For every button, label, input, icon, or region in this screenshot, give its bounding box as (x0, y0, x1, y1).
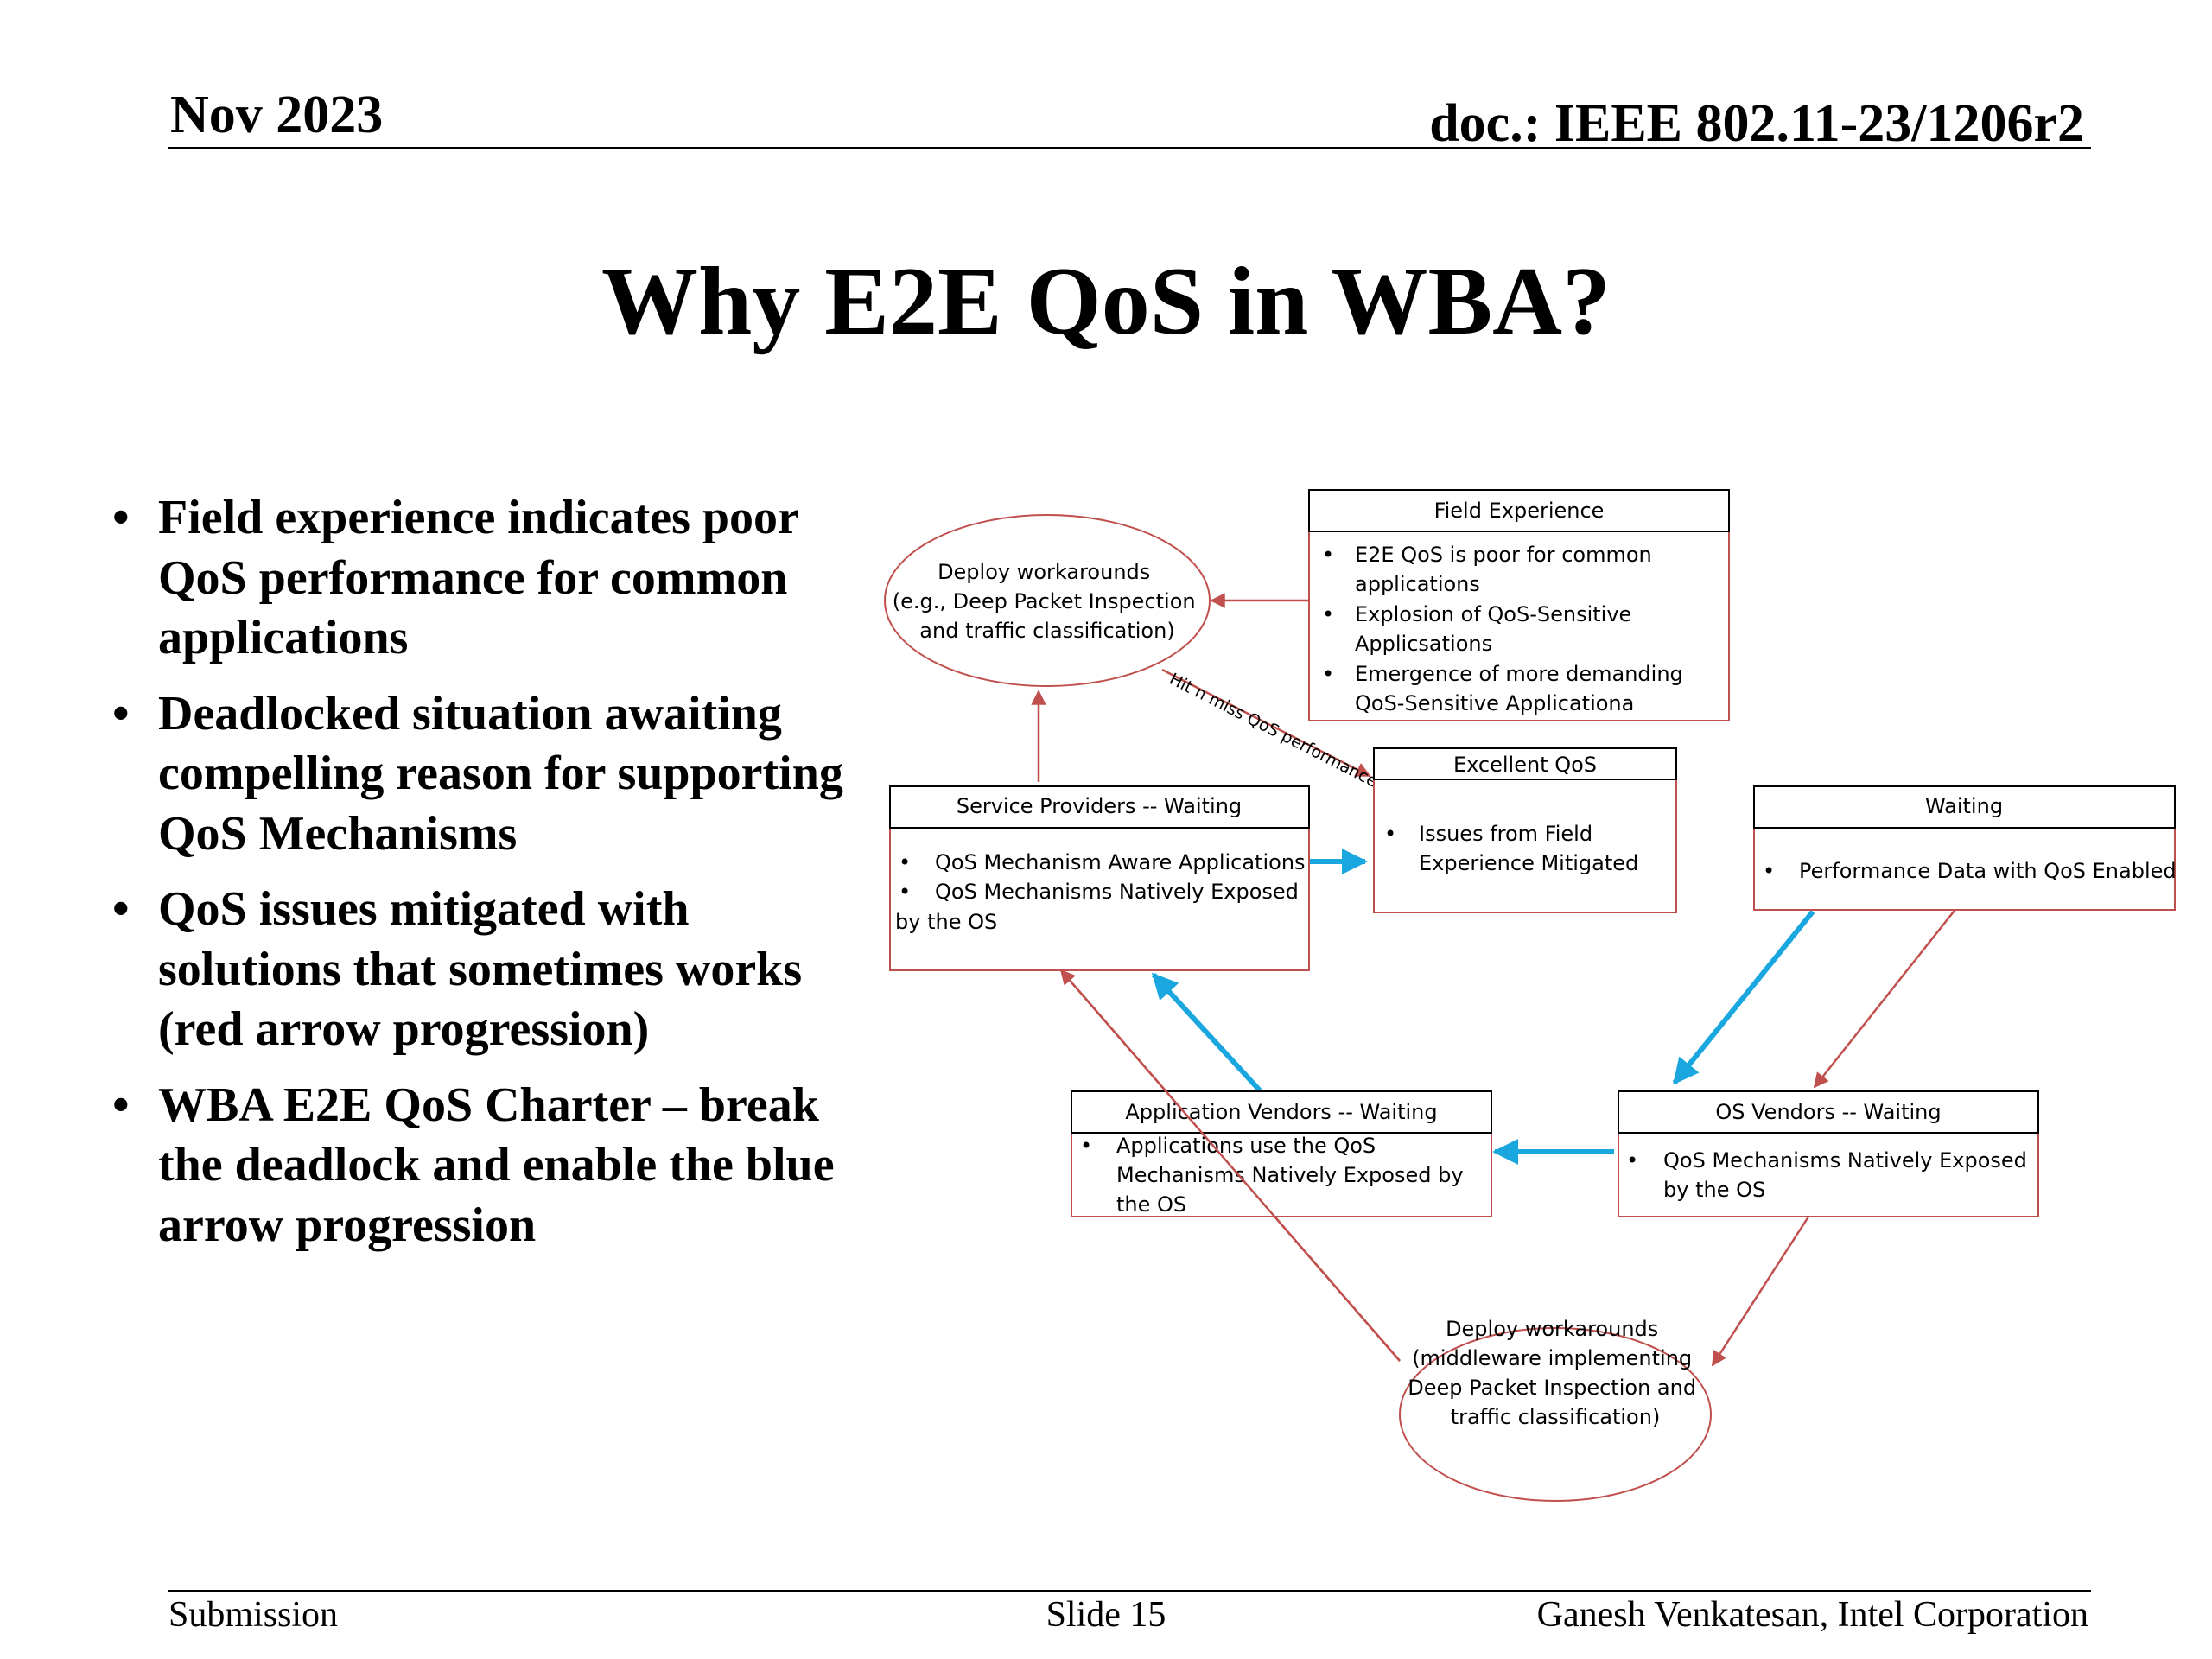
service-providers-box: Service Providers -- Waiting •QoS Mechan… (889, 785, 1312, 971)
red-arrow-waiting-to-os (1813, 906, 1958, 1089)
app-vendors-title: Application Vendors -- Waiting (1125, 1100, 1437, 1124)
footer-author: Ganesh Venkatesan, Intel Corporation (1536, 1595, 2088, 1635)
bullet-list: •Field experience indicates poor QoS per… (112, 488, 855, 1271)
header-doc-id: doc.: IEEE 802.11-23/1206r2 (1429, 94, 2084, 153)
footer-submission: Submission (168, 1595, 339, 1635)
service-providers-title: Service Providers -- Waiting (957, 794, 1242, 818)
bullet-item: •Field experience indicates poor QoS per… (112, 491, 798, 664)
bullet-text: WBA E2E QoS Charter – break the deadlock… (158, 1077, 835, 1252)
excellent-qos-box: Excellent QoS •Issues from Field Experie… (1373, 747, 1677, 913)
blue-arrow-app-to-sp (1151, 972, 1262, 1093)
service-providers-items: •QoS Mechanism Aware Applications •QoS M… (895, 850, 1312, 934)
red-arrow-os-to-workaround (1711, 1213, 1812, 1367)
waiting-items: •Performance Data with QoS Enabled (1763, 859, 2177, 883)
app-vendors-items: •Applications use the QoS Mechanisms Nat… (1080, 1134, 1470, 1217)
workaround-top-ellipse: Deploy workarounds (e.g., Deep Packet In… (884, 514, 1211, 687)
os-vendors-title: OS Vendors -- Waiting (1715, 1100, 1941, 1124)
bullet-text: Deadlocked situation awaiting compelling… (158, 686, 843, 861)
bullet-item: •WBA E2E QoS Charter – break the deadloc… (112, 1077, 835, 1252)
app-vendors-box: Application Vendors -- Waiting •Applicat… (1071, 1090, 1492, 1217)
field-experience-title: Field Experience (1434, 499, 1605, 523)
bullet-item: •QoS issues mitigated with solutions tha… (112, 882, 803, 1056)
footer-slide-number: Slide 15 (1046, 1595, 1166, 1635)
blue-arrow-group (1151, 849, 1815, 1165)
red-arrow-overlay (1060, 969, 1401, 1362)
workaround-top-text: Deploy workarounds (e.g., Deep Packet In… (893, 560, 1203, 643)
os-vendors-items: •QoS Mechanisms Natively Exposed by the … (1626, 1148, 2034, 1202)
blue-arrow-waiting-to-os (1672, 910, 1815, 1085)
red-arrow-hit-miss (1161, 668, 1371, 778)
header-rule (168, 147, 2091, 149)
excellent-qos-title: Excellent QoS (1453, 753, 1597, 777)
field-experience-items: •E2E QoS is poor for common applications… (1322, 543, 1689, 715)
header-date: Nov 2023 (170, 86, 384, 144)
footer-rule (168, 1590, 2091, 1592)
excellent-qos-items: •Issues from Field Experience Mitigated (1384, 822, 1638, 875)
bullet-item: •Deadlocked situation awaiting compellin… (112, 686, 843, 861)
os-vendors-box: OS Vendors -- Waiting •QoS Mechanisms Na… (1618, 1090, 2039, 1217)
workaround-bottom-text: Deploy workarounds (middleware implement… (1408, 1317, 1702, 1429)
bullet-text: Field experience indicates poor QoS perf… (158, 491, 798, 664)
slide-title: Why E2E QoS in WBA? (601, 248, 1611, 355)
workaround-bottom-ellipse: Deploy workarounds (middleware implement… (1399, 1317, 1712, 1502)
waiting-title: Waiting (1925, 794, 2003, 818)
field-experience-box: Field Experience •E2E QoS is poor for co… (1308, 489, 1730, 721)
waiting-box: Waiting •Performance Data with QoS Enabl… (1753, 785, 2177, 911)
bullet-text: QoS issues mitigated with solutions that… (158, 882, 803, 1056)
